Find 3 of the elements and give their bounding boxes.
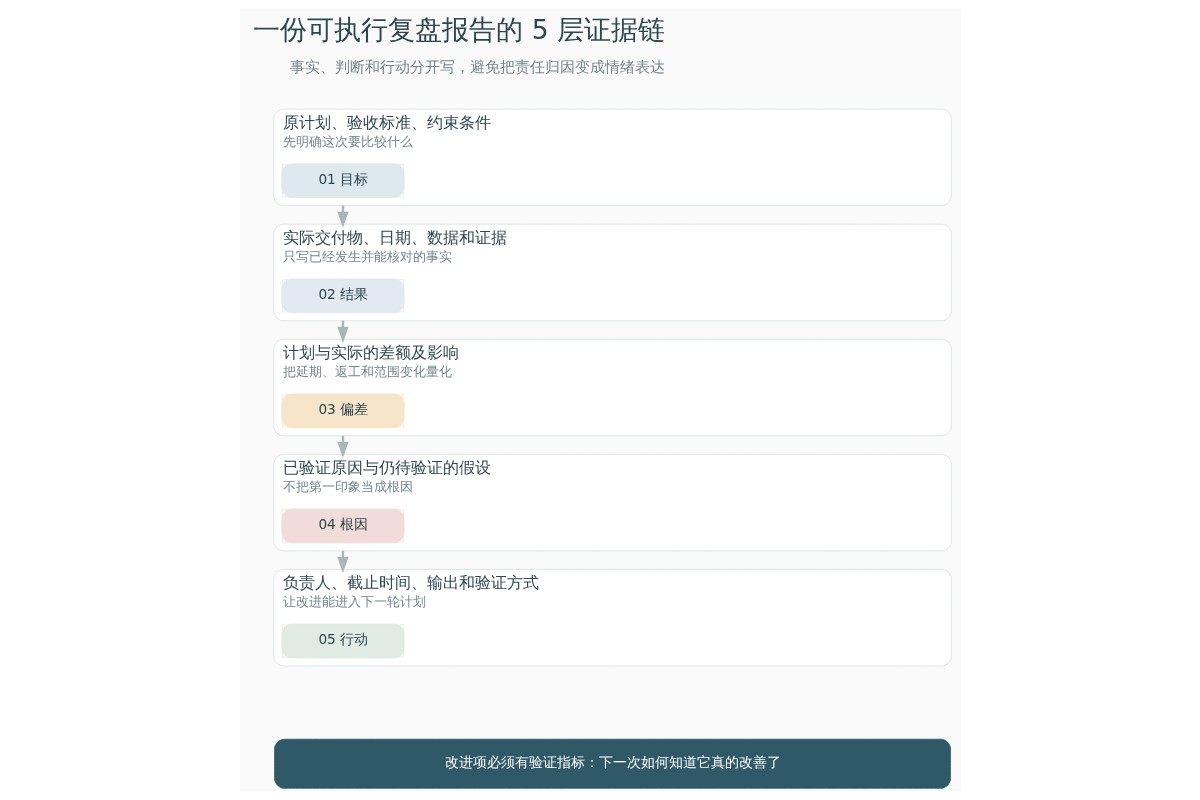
node-box: 改进项必须有验证指标：下一次如何知道它真的改善了 <box>273 738 951 789</box>
label: 事实、判断和行动分开写，避免把责任归因变成情绪表达 <box>289 57 665 76</box>
diagram-title: 一份可执行复盘报告的 5 层证据链 <box>252 14 665 46</box>
